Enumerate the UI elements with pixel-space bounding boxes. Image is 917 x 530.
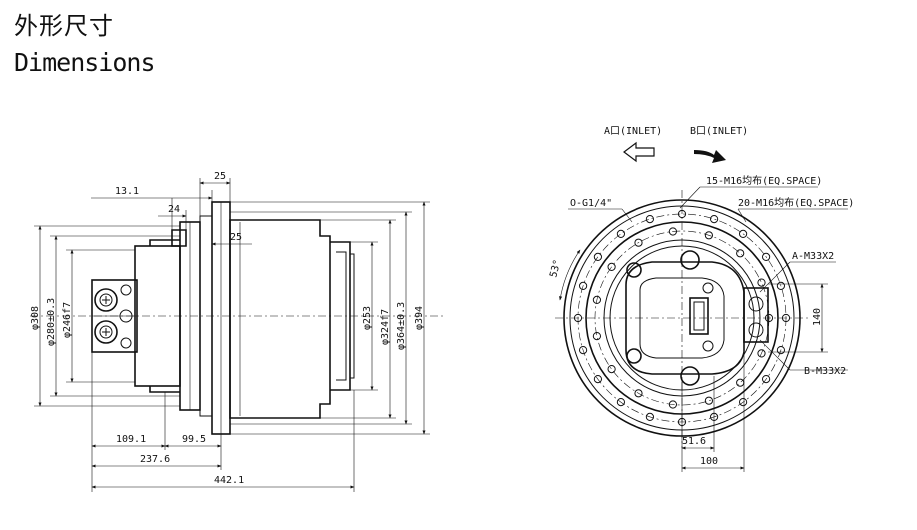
bolt-hole — [704, 231, 714, 240]
bolt-hole — [634, 238, 643, 247]
bolt-circle-15-label: 15-M16均布(EQ.SPACE) — [706, 175, 822, 187]
bolt-hole — [593, 375, 603, 384]
front-view: A口(INLET) B口(INLET) 15-M16均布(EQ.SPACE) 2… — [548, 126, 854, 472]
bolt-hole — [710, 215, 719, 224]
housing — [229, 219, 331, 419]
bolt-hole — [757, 349, 766, 358]
title-chinese: 外形尺寸 — [14, 12, 114, 40]
bolt-hole — [736, 378, 745, 387]
bolt-hole — [757, 278, 766, 287]
valve-block-front — [743, 287, 769, 343]
bolt-hole — [616, 398, 626, 407]
dim-237-6: 237.6 — [140, 454, 170, 465]
a-thread-label: A-M33X2 — [792, 251, 834, 262]
bolt-hole — [762, 375, 771, 384]
dim-13-1: 13.1 — [115, 186, 139, 197]
bolt-hole — [607, 262, 616, 271]
bolt-hole — [668, 400, 678, 409]
angle-label: 53° — [548, 258, 563, 278]
dim-d324: φ324f7 — [380, 309, 391, 345]
dim-442-1: 442.1 — [214, 475, 244, 486]
bolt-hole — [739, 398, 748, 407]
side-bottom-dimensions: 109.1 99.5 237.6 442.1 — [91, 352, 355, 492]
bolt-hole — [616, 229, 626, 238]
dim-24: 24 — [168, 204, 180, 215]
dim-d253: φ253 — [362, 306, 373, 330]
bolt-hole — [645, 412, 655, 421]
rear-cap — [330, 241, 351, 391]
port-a-label: A口(INLET) — [604, 126, 662, 137]
dim-d394: φ394 — [414, 306, 425, 330]
port-b-arrow — [694, 150, 726, 163]
bolt-hole — [781, 313, 791, 323]
valve-ports — [94, 284, 133, 349]
bolt-holes-outer — [573, 209, 791, 427]
bolt-hole — [593, 252, 603, 261]
bolt-hole — [592, 295, 602, 304]
side-right-dimensions: φ253 φ324f7 φ364±0.3 φ394 — [230, 201, 430, 435]
bolt-hole — [776, 281, 786, 290]
dim-25-inner: 25 — [230, 232, 242, 243]
bolt-hole — [592, 332, 602, 341]
bolt-hole — [573, 313, 583, 323]
side-view: 13.1 25 24 25 φ308 φ280±0.3 φ246f7 — [30, 171, 445, 492]
dim-25-top: 25 — [214, 171, 226, 182]
bolt-hole — [762, 252, 771, 261]
port-b-label: B口(INLET) — [690, 126, 748, 137]
bolt-hole — [764, 313, 774, 323]
dim-d308: φ308 — [30, 306, 41, 330]
side-top-dimensions: 13.1 25 24 25 — [91, 171, 252, 246]
dim-d246: φ246f7 — [62, 302, 73, 338]
bolt-hole — [677, 209, 687, 219]
bolt-hole — [668, 227, 678, 236]
b-thread-label: B-M33X2 — [804, 366, 846, 377]
bolt-hole — [739, 229, 748, 238]
dim-140: 140 — [812, 308, 823, 326]
title-english: Dimensions — [14, 48, 156, 77]
port-a-arrow — [623, 141, 655, 163]
side-left-dimensions: φ308 φ280±0.3 φ246f7 — [30, 225, 180, 407]
bolt-hole — [579, 346, 588, 355]
bolt-hole — [607, 365, 616, 374]
bolt-hole — [776, 346, 786, 355]
bolt-hole — [645, 215, 655, 224]
dim-d364: φ364±0.3 — [396, 302, 407, 350]
dim-109-1: 109.1 — [116, 434, 146, 445]
bolt-hole — [634, 389, 643, 398]
dim-d280: φ280±0.3 — [46, 298, 57, 346]
dim-100: 100 — [700, 456, 718, 467]
bolt-circle-20-label: 20-M16均布(EQ.SPACE) — [738, 197, 854, 209]
connector — [689, 297, 709, 335]
dim-99-5: 99.5 — [182, 434, 206, 445]
drain-port-label: O-G1/4" — [570, 198, 612, 209]
bolt-hole — [704, 396, 714, 405]
motor-body — [134, 245, 181, 387]
dim-51-6: 51.6 — [682, 436, 706, 447]
bolt-hole — [736, 249, 745, 258]
